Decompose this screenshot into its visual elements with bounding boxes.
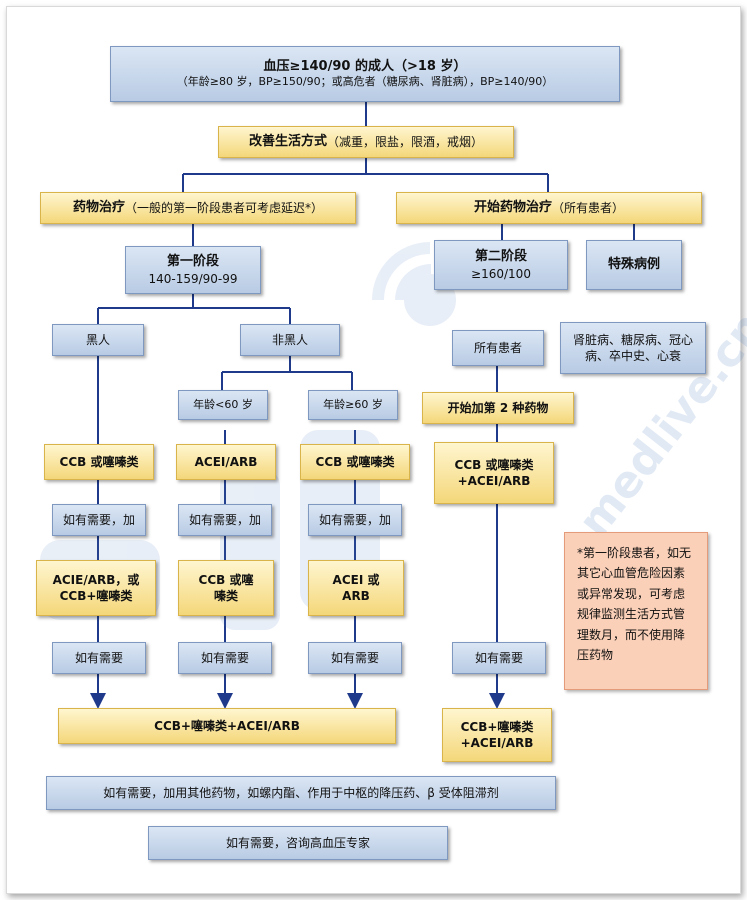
add-ge60-label: ACEI 或 ARB [332,572,380,603]
start-drug-box: 开始药物治疗 （所有患者） [396,192,702,224]
ifneed-black-box: 如有需要 [52,642,146,674]
ifneed-ge60-label: 如有需要 [330,650,379,665]
top-title: 血压≥140/90 的成人（>18 岁） [263,58,467,74]
other-drugs-box: 如有需要，加用其他药物，如螺内酯、作用于中枢的降压药、β 受体阻滞剂 [46,776,556,810]
ifneed-add-black-label: 如有需要，加 [62,512,135,527]
add-black-box: ACIE/ARB，或 CCB+噻嗪类 [36,560,156,616]
top-criteria-box: 血压≥140/90 的成人（>18 岁） （年龄≥80 岁，BP≥150/90；… [110,46,620,102]
combo-right-box: CCB+噻嗪类+ACEI/ARB [442,708,552,762]
combo-left-box: CCB+噻嗪类+ACEI/ARB [58,708,396,744]
combo-right-label: CCB+噻嗪类+ACEI/ARB [460,719,534,750]
all-patients-box: 所有患者 [452,330,544,366]
other-drugs-label: 如有需要，加用其他药物，如螺内酯、作用于中枢的降压药、β 受体阻滞剂 [103,785,499,800]
ifneed-add-ge60-label: 如有需要，加 [318,512,391,527]
add-second-label: 开始加第 2 种药物 [447,400,549,415]
add-lt60-label: CCB 或噻嗪类 [198,572,254,603]
stage2-range: ≥160/100 [471,266,531,281]
drug-stage2-label: CCB 或噻嗪类+ACEI/ARB [454,457,534,488]
consult-label: 如有需要，咨询高血压专家 [225,835,370,850]
special-label: 特殊病例 [607,257,660,273]
stage1-label: 第一阶段 [166,254,219,270]
special-detail-box: 肾脏病、糖尿病、冠心病、卒中史、心衰 [560,322,706,374]
age-ge60-box: 年龄≥60 岁 [308,390,398,420]
stage1-box: 第一阶段 140-159/90-99 [125,246,261,294]
lifestyle-box: 改善生活方式 （减重，限盐，限酒，戒烟） [218,126,514,158]
age-lt60-label: 年龄<60 岁 [193,397,253,411]
special-box: 特殊病例 [586,240,682,290]
drug-lt60-box: ACEI/ARB [176,444,276,480]
footnote-text: *第一阶段患者，如无其它心血管危险因素或异常发现，可考虑规律监测生活方式管理数月… [577,546,692,662]
top-subtitle: （年龄≥80 岁，BP≥150/90；或高危者（糖尿病、肾脏病），BP≥140/… [176,75,554,89]
add-black-label: ACIE/ARB，或 CCB+噻嗪类 [52,572,140,603]
stage2-label: 第二阶段 [474,249,527,265]
ifneed-ge60-box: 如有需要 [308,642,402,674]
ifneed-add-ge60-box: 如有需要，加 [308,504,402,536]
add-lt60-box: CCB 或噻嗪类 [178,560,274,616]
nonblack-label: 非黑人 [271,332,308,347]
nonblack-box: 非黑人 [240,324,340,356]
add-ge60-box: ACEI 或 ARB [308,560,404,616]
drug-black-label: CCB 或噻嗪类 [59,454,139,469]
start-drug-rest: （所有患者） [552,200,625,215]
drug-ge60-label: CCB 或噻嗪类 [315,454,395,469]
drug-therapy-rest: （一般的第一阶段患者可考虑延迟*） [125,200,324,215]
all-patients-label: 所有患者 [473,340,522,355]
special-detail: 肾脏病、糖尿病、冠心病、卒中史、心衰 [572,332,693,363]
ifneed-lt60-box: 如有需要 [178,642,272,674]
ifneed-add-black-box: 如有需要，加 [52,504,146,536]
drug-stage2-box: CCB 或噻嗪类+ACEI/ARB [434,442,554,504]
drug-ge60-box: CCB 或噻嗪类 [300,444,410,480]
footnote-box: *第一阶段患者，如无其它心血管危险因素或异常发现，可考虑规律监测生活方式管理数月… [564,532,708,690]
drug-therapy-box: 药物治疗 （一般的第一阶段患者可考虑延迟*） [40,192,356,224]
add-second-box: 开始加第 2 种药物 [422,392,574,424]
black-label: 黑人 [85,332,110,347]
drug-lt60-label: ACEI/ARB [194,454,258,469]
ifneed-add-lt60-label: 如有需要，加 [188,512,261,527]
ifneed-stage2-box: 如有需要 [452,642,546,674]
drug-therapy-bold: 药物治疗 [72,200,125,216]
ifneed-add-lt60-box: 如有需要，加 [178,504,272,536]
consult-box: 如有需要，咨询高血压专家 [148,826,448,860]
ifneed-black-label: 如有需要 [74,650,123,665]
stage1-range: 140-159/90-99 [148,271,238,286]
stage2-box: 第二阶段 ≥160/100 [434,240,568,290]
lifestyle-rest: （减重，限盐，限酒，戒烟） [327,134,484,149]
start-drug-bold: 开始药物治疗 [473,200,552,216]
black-box: 黑人 [52,324,144,356]
ifneed-lt60-label: 如有需要 [200,650,249,665]
age-ge60-label: 年龄≥60 岁 [323,397,383,411]
drug-black-box: CCB 或噻嗪类 [44,444,154,480]
lifestyle-bold: 改善生活方式 [248,134,327,150]
ifneed-stage2-label: 如有需要 [474,650,523,665]
combo-left-label: CCB+噻嗪类+ACEI/ARB [154,718,300,733]
age-lt60-box: 年龄<60 岁 [178,390,268,420]
